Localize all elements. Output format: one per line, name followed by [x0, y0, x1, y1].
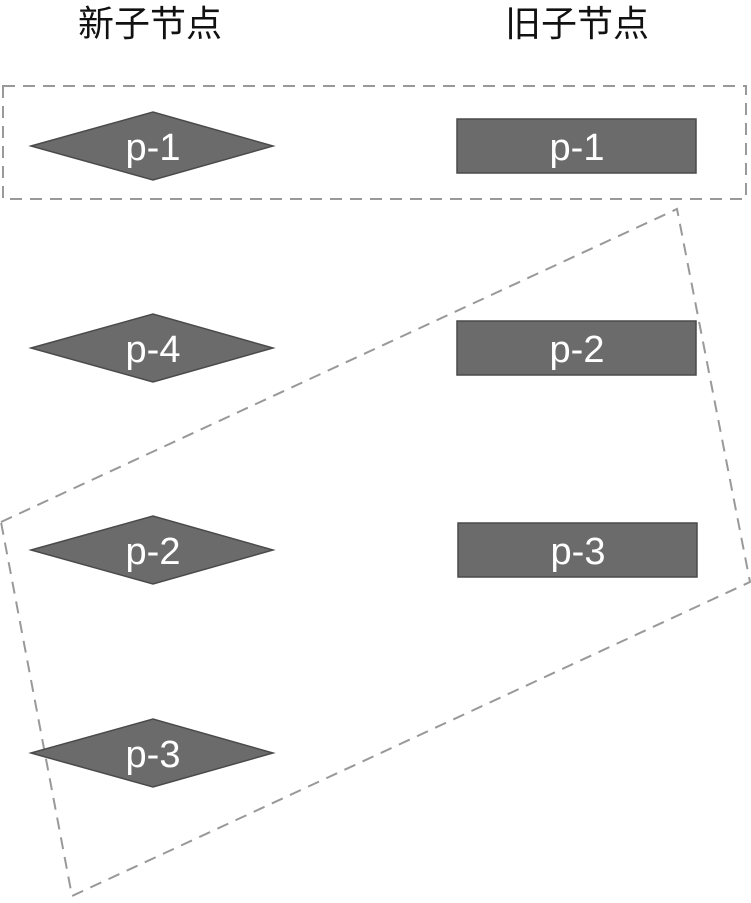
- node-label: p-3: [551, 531, 606, 573]
- old-child-node: p-2: [456, 320, 697, 376]
- new-child-node: p-1: [28, 111, 276, 181]
- new-child-node: p-2: [28, 515, 276, 585]
- unmatched-group-box: [0, 207, 751, 898]
- new-children-heading: 新子节点: [78, 4, 222, 45]
- new-child-node: p-3: [28, 718, 276, 788]
- rectangle-shape: [456, 320, 697, 376]
- rectangle-shape: [456, 118, 697, 174]
- diamond-shape: [28, 111, 276, 181]
- rectangle-shape: [457, 522, 698, 578]
- node-label: p-2: [550, 329, 605, 371]
- old-children-heading: 旧子节点: [505, 4, 649, 45]
- diamond-shape: [28, 313, 276, 383]
- node-label: p-1: [126, 127, 181, 169]
- node-label: p-1: [550, 127, 605, 169]
- node-label: p-3: [126, 734, 181, 776]
- node-label: p-4: [126, 329, 181, 371]
- new-child-node: p-4: [28, 313, 276, 383]
- matched-group-box: [2, 85, 747, 200]
- diamond-shape: [28, 718, 276, 788]
- old-child-node: p-1: [456, 118, 697, 174]
- node-label: p-2: [126, 531, 181, 573]
- old-child-node: p-3: [457, 522, 698, 578]
- diamond-shape: [28, 515, 276, 585]
